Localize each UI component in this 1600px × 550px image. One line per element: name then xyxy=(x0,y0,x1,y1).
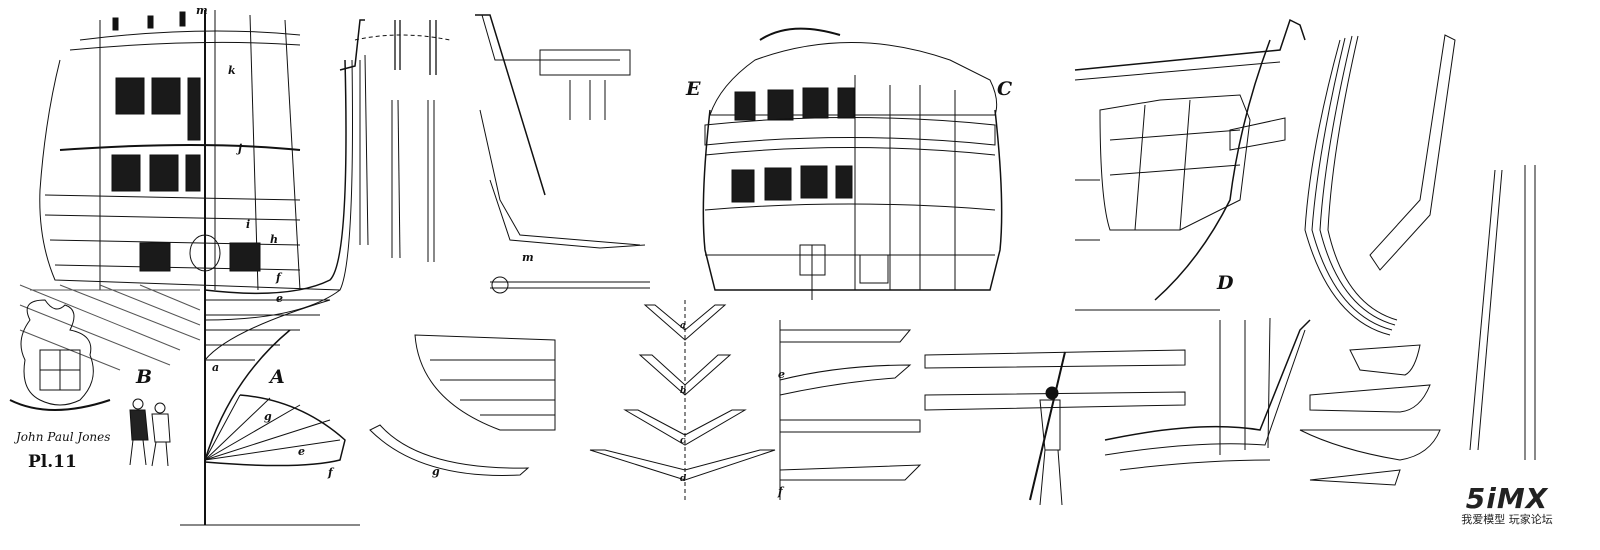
section-label-a: a xyxy=(680,321,686,331)
part-label-m: m xyxy=(196,4,208,17)
section-label-d: d xyxy=(680,474,687,484)
coat-of-arms-emblem xyxy=(9,299,111,411)
part-label-j: j xyxy=(238,142,242,155)
section-label-c: c xyxy=(680,436,686,446)
watermark: 5iMX 我爱模型 玩家论坛 xyxy=(1452,482,1562,527)
stern-profile-view xyxy=(19,10,360,526)
stern-timbers xyxy=(339,19,451,262)
stern-elevation-view xyxy=(702,27,1003,300)
part-label-e: e xyxy=(276,292,283,305)
view-label-d: D xyxy=(1217,272,1234,294)
part-label-e3: e xyxy=(778,368,785,381)
view-label-b: B xyxy=(136,366,153,388)
part-label-a: a xyxy=(212,361,220,374)
watermark-subtitle: 我爱模型 玩家论坛 xyxy=(1461,513,1553,526)
view-label-a: A xyxy=(270,366,285,388)
quarter-side-view xyxy=(1074,18,1536,460)
sailor-figures xyxy=(129,351,1066,506)
watermark-logo: 5iMX xyxy=(1465,482,1549,515)
part-label-i: i xyxy=(246,218,251,231)
part-label-h: h xyxy=(270,233,278,246)
part-label-m2: m xyxy=(522,251,534,264)
view-label-c: C xyxy=(997,78,1013,100)
part-label-f3: f xyxy=(778,485,783,498)
part-label-g: g xyxy=(264,410,272,423)
plate-number: Pl.11 xyxy=(28,452,77,472)
bottom-detail-pieces xyxy=(369,300,1441,500)
signature-john-paul-jones: John Paul Jones xyxy=(16,430,111,444)
part-label-f2: f xyxy=(328,466,333,479)
quarter-gallery-frame xyxy=(475,14,650,294)
part-label-k: k xyxy=(228,64,236,77)
part-label-g2: g xyxy=(432,465,440,478)
part-label-f: f xyxy=(276,271,281,284)
part-label-e2: e xyxy=(298,445,305,458)
section-label-b: b xyxy=(680,386,687,396)
view-label-e: E xyxy=(686,78,701,100)
